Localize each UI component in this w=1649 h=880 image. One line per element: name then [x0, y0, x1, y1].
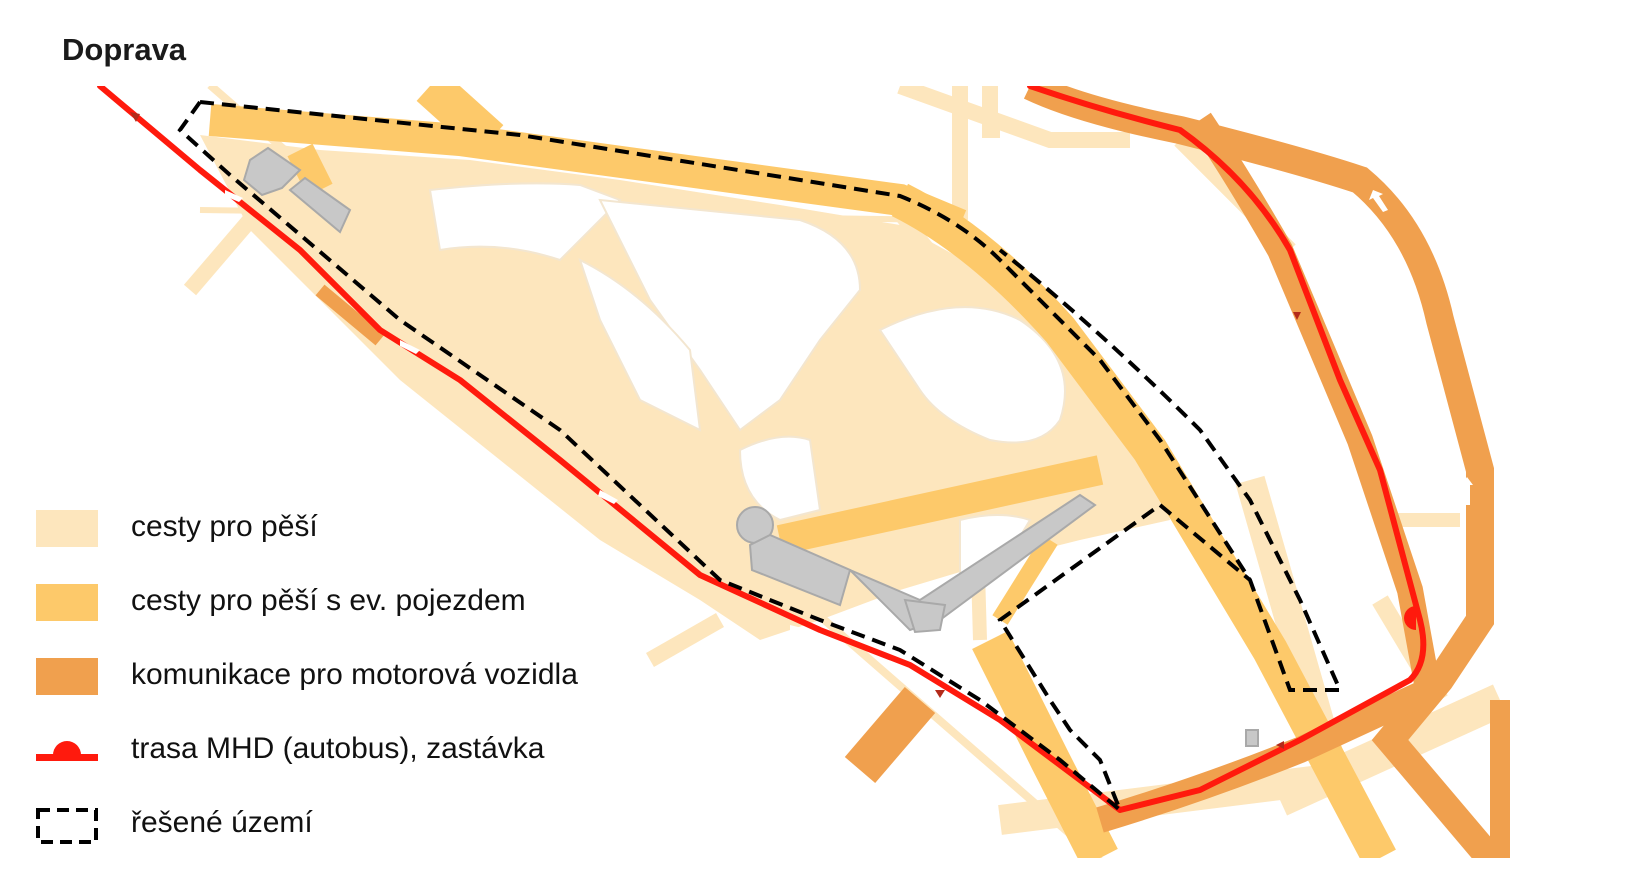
direction-arrows	[225, 190, 1473, 637]
legend-label: cesty pro pěší	[131, 510, 318, 543]
legend-label: komunikace pro motorová vozidla	[131, 658, 578, 691]
legend-swatch-motor-roads	[36, 658, 98, 695]
legend-item-boundary: řešené území	[36, 806, 736, 880]
legend-label: řešené území	[131, 806, 313, 839]
dashed-boundary-icon	[36, 808, 98, 844]
legend-label: trasa MHD (autobus), zastávka	[131, 732, 545, 765]
legend-label: cesty pro pěší s ev. pojezdem	[131, 584, 526, 617]
bus-route-icon	[36, 741, 98, 761]
legend-item-pedestrian: cesty pro pěší	[36, 510, 736, 584]
legend-item-pedestrian-vehicle: cesty pro pěší s ev. pojezdem	[36, 584, 736, 658]
route-direction-marks	[130, 112, 1301, 749]
map-canvas	[97, 86, 1510, 858]
bus-route	[97, 86, 1427, 813]
study-area-boundary	[177, 100, 1344, 812]
legend-swatch-pedestrian	[36, 510, 98, 547]
legend-swatch-pedestrian-vehicle	[36, 584, 98, 621]
buildings	[242, 146, 1259, 747]
legend-item-bus-route: trasa MHD (autobus), zastávka	[36, 732, 736, 806]
legend: cesty pro pěší cesty pro pěší s ev. poje…	[36, 510, 736, 880]
map-title: Doprava	[62, 32, 187, 67]
legend-item-motor-roads: komunikace pro motorová vozidla	[36, 658, 736, 732]
bus-stop-marker	[1404, 606, 1416, 630]
